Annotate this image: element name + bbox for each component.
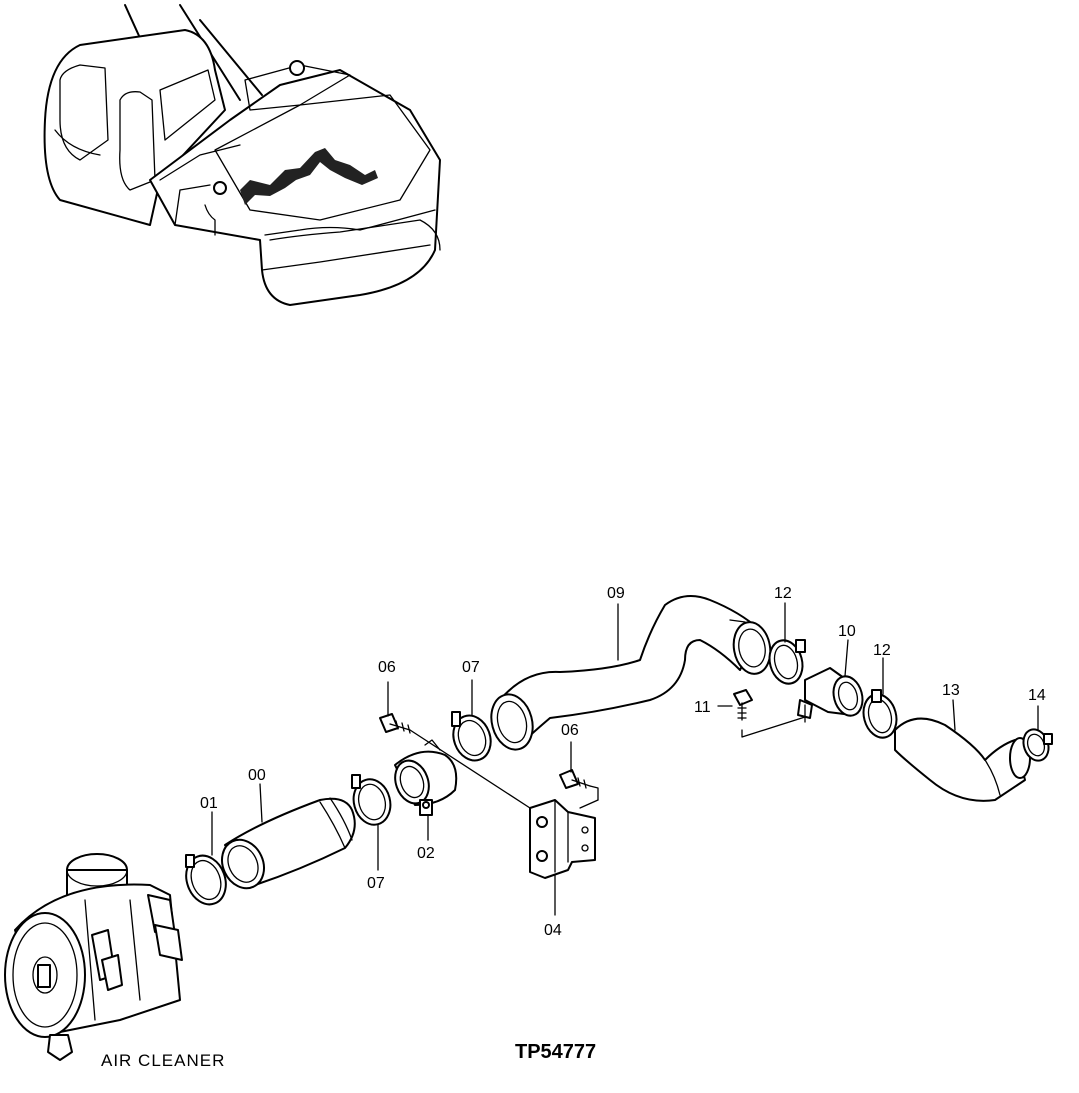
part-06-bolt-upper xyxy=(379,713,411,734)
callout-00: 00 xyxy=(248,767,266,784)
part-13-hose xyxy=(894,717,1031,802)
callout-labels: 00 01 02 04 06 06 07 07 09 10 11 12 12 1… xyxy=(200,585,1046,939)
part-14-hose-clamp xyxy=(1022,728,1053,762)
part-09-hose xyxy=(490,595,772,751)
callout-14: 14 xyxy=(1028,687,1046,704)
part-10-pipe-with-bracket xyxy=(797,667,864,723)
diagram-code: TP54777 xyxy=(515,1041,596,1063)
callout-06-lower: 06 xyxy=(561,722,579,739)
part-04-mounting-bracket xyxy=(529,799,596,879)
callout-11: 11 xyxy=(694,699,711,716)
callout-07-upper: 07 xyxy=(462,659,480,676)
callout-04: 04 xyxy=(544,922,562,939)
part-06-bolt-lower xyxy=(559,769,599,801)
part-12-hose-clamp-left xyxy=(768,639,806,685)
part-11-bolt xyxy=(733,689,806,738)
part-07-hose-clamp-upper xyxy=(451,711,492,762)
part-00-intake-hose xyxy=(221,797,356,890)
callout-13: 13 xyxy=(942,682,960,699)
callout-06-upper: 06 xyxy=(378,659,396,676)
part-01-hose-clamp xyxy=(185,854,227,906)
callout-10: 10 xyxy=(838,623,856,640)
callout-12-left: 12 xyxy=(774,585,792,602)
part-12-hose-clamp-right xyxy=(862,689,898,739)
callout-02: 02 xyxy=(417,845,435,862)
callout-09: 09 xyxy=(607,585,625,602)
air-cleaner-caption: AIR CLEANER xyxy=(101,1051,225,1070)
callout-12-right: 12 xyxy=(873,642,891,659)
leader-lines xyxy=(211,602,1039,916)
part-02-elbow-fitting xyxy=(394,739,458,816)
callout-07-lower: 07 xyxy=(367,875,385,892)
part-07-hose-clamp-lower xyxy=(351,774,392,826)
excavator-overview-illustration xyxy=(43,4,441,306)
air-cleaner-assembly xyxy=(4,853,183,1061)
callout-01: 01 xyxy=(200,795,218,812)
